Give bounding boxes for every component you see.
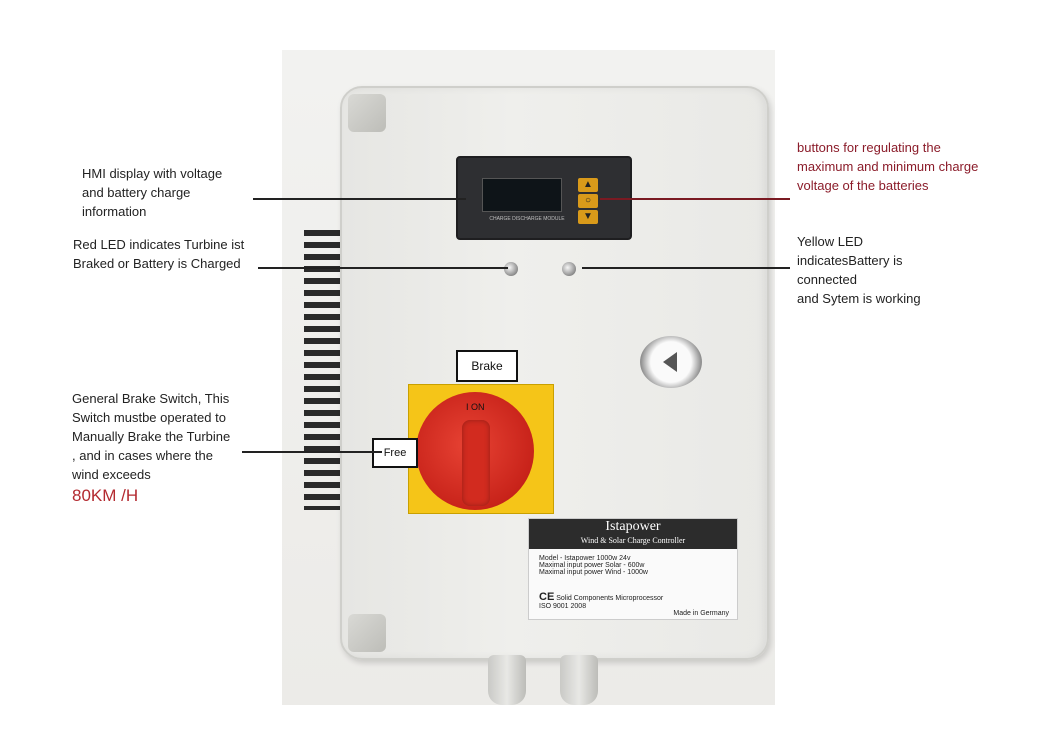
origin-line: Made in Germany (673, 610, 729, 617)
wind-speed-threshold: 80KM /H (72, 486, 139, 505)
brand-subtitle: Wind & Solar Charge Controller (580, 536, 686, 545)
red-led (504, 262, 518, 276)
annotation-line: indicatesBattery is (797, 253, 903, 268)
iso-line: ISO 9001 2008 (539, 603, 587, 610)
up-arrow-button[interactable]: ▲ (578, 178, 598, 192)
corner-screw-cover (348, 94, 386, 132)
company-name: Solid Components Microprocessor (556, 595, 664, 602)
down-arrow-button[interactable]: ▼ (578, 210, 598, 224)
yellow-led (562, 262, 576, 276)
corner-screw-cover (348, 614, 386, 652)
cable-gland (560, 655, 598, 705)
annotation-line: buttons for regulating the (797, 140, 941, 155)
pointer-line-red-led (258, 267, 508, 269)
nameplate-footer: CE Solid Components Microprocessor ISO 9… (539, 591, 729, 617)
on-position-label: I ON (466, 402, 485, 412)
annotation-brake-switch: General Brake Switch, This Switch mustbe… (72, 389, 230, 484)
annotation-buttons: buttons for regulating the maximum and m… (797, 138, 978, 195)
nameplate: Istapower Wind & Solar Charge Controller… (528, 518, 738, 620)
annotation-line: information (82, 204, 147, 219)
annotation-line: HMI display with voltage (82, 166, 223, 181)
set-button[interactable]: ○ (578, 194, 598, 208)
ce-mark: CE (539, 591, 555, 603)
brake-switch-handle[interactable] (462, 420, 490, 506)
pointer-line-buttons (600, 198, 790, 200)
annotation-red-led: Red LED indicates Turbine ist Braked or … (73, 235, 244, 273)
annotation-line: connected (797, 272, 857, 287)
annotation-line: voltage of the batteries (797, 178, 929, 193)
annotation-line: General Brake Switch, This (72, 391, 230, 406)
brand-name: Istapower (605, 519, 661, 534)
wind-input-line: Maximal input power Wind - 1000w (539, 569, 648, 576)
annotation-line: Yellow LED (797, 234, 864, 249)
pointer-line-brake-switch (242, 451, 382, 453)
heatsink-fins (304, 230, 340, 510)
hmi-caption: CHARGE DISCHARGE MODULE (489, 216, 565, 222)
cable-gland (488, 655, 526, 705)
annotation-hmi-display: HMI display with voltage and battery cha… (82, 164, 222, 221)
annotation-line: Manually Brake the Turbine (72, 429, 231, 444)
left-arrow-icon (663, 352, 677, 372)
pointer-line-yellow-led (582, 267, 790, 269)
brake-label: Brake (456, 350, 518, 382)
annotation-line: and Sytem is working (797, 291, 921, 306)
annotation-line: Red LED indicates Turbine ist (73, 237, 245, 252)
annotation-line: Switch mustbe operated to (72, 410, 226, 425)
annotation-line: and battery charge (82, 185, 191, 200)
pointer-line-hmi (253, 198, 466, 200)
annotation-line: Braked or Battery is Charged (73, 256, 241, 271)
model-line: Model - Istapower 1000w 24v (539, 555, 631, 562)
annotation-line: , and in cases where the (72, 448, 213, 463)
free-label: Free (372, 438, 418, 468)
annotation-yellow-led: Yellow LED indicatesBattery is connected… (797, 232, 921, 308)
annotation-line: wind exceeds (72, 467, 151, 482)
nameplate-header: Istapower Wind & Solar Charge Controller (529, 519, 737, 549)
annotation-line: maximum and minimum charge (797, 159, 979, 174)
solar-input-line: Maximal input power Solar - 600w (539, 562, 645, 569)
nameplate-specs: Model - Istapower 1000w 24v Maximal inpu… (539, 555, 729, 576)
hmi-screen (482, 178, 562, 212)
